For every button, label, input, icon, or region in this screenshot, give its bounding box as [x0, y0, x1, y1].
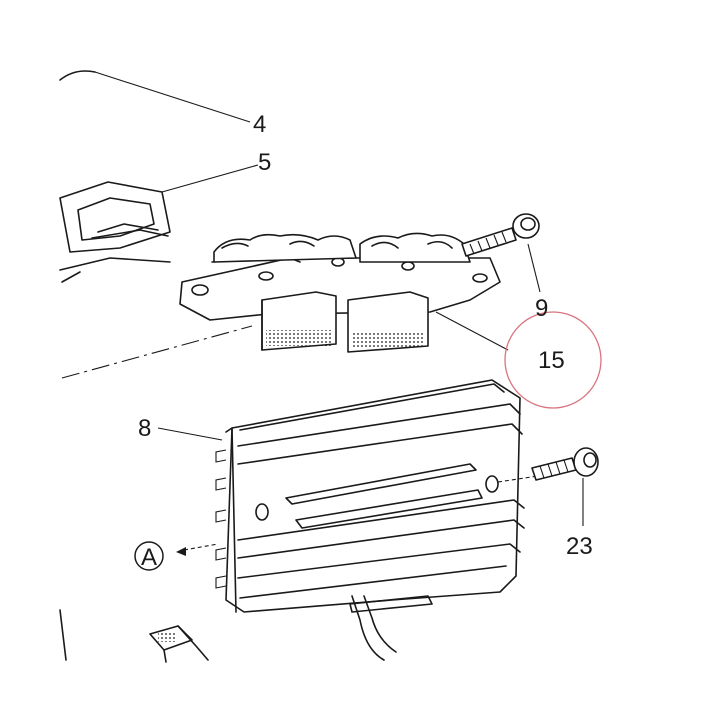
part-15-mounting-plate [179, 232, 509, 353]
center-line [61, 325, 253, 379]
part-5-bracket [59, 164, 259, 283]
callout-15: 15 [538, 347, 565, 374]
connector-plug [149, 625, 209, 663]
part-23-screw [531, 447, 599, 526]
connector-pins-left [266, 330, 332, 346]
part-8-regulator [157, 379, 539, 661]
detail-a-marker: A [134, 541, 219, 571]
callout-5: 5 [258, 149, 271, 176]
callout-4: 4 [253, 111, 266, 138]
part-4-cable [59, 70, 251, 123]
callout-9: 9 [535, 295, 548, 322]
arrow-icon [176, 547, 186, 556]
part-9-bolt [461, 213, 541, 293]
highlight-circle [504, 311, 602, 409]
callout-23: 23 [566, 533, 593, 560]
frame-edge [59, 609, 67, 661]
detail-a-label: A [141, 544, 157, 571]
connector-pins-right [352, 332, 424, 348]
callout-8: 8 [138, 415, 151, 442]
